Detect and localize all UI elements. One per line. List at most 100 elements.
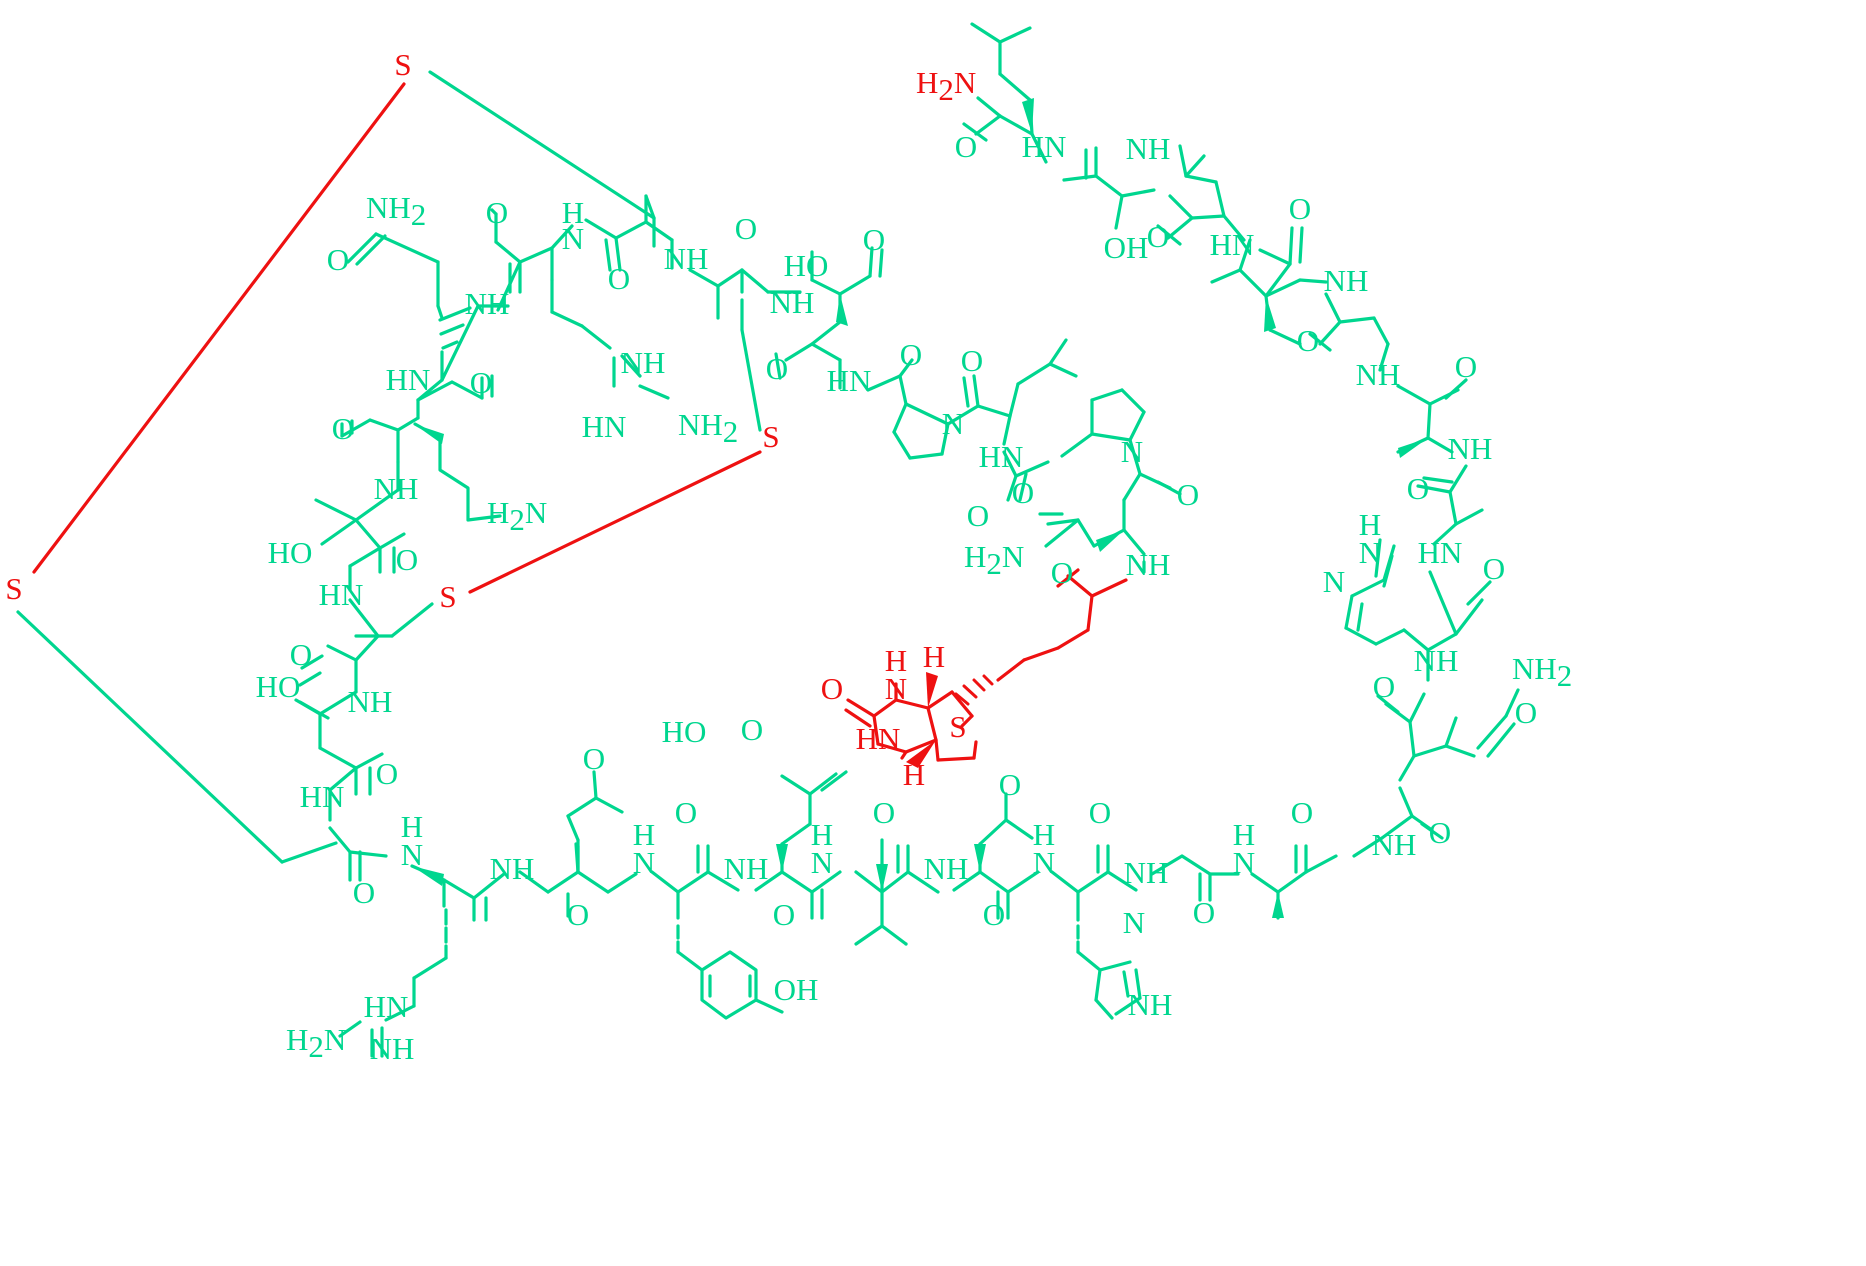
cys-hn: HN — [319, 577, 364, 612]
gly1-nh: NH — [1124, 855, 1169, 890]
his2-imidazole-n-left: N — [1323, 564, 1345, 599]
peptide-skeleton-green — [16, 22, 1520, 1058]
biotin-stereo-h-upper: H — [923, 639, 945, 674]
leu3-o: O — [983, 897, 1005, 932]
leu1-carbonyl-top-o: O — [583, 741, 605, 776]
tyr-carbonyl-o: O — [675, 795, 697, 830]
leu2-nh-h: H — [811, 817, 833, 852]
sulfur-label-biotin: S — [949, 709, 966, 744]
leu5-o: O — [1147, 219, 1169, 254]
asp-backbone-hn: HN — [827, 363, 872, 398]
gly3-nh: NH — [1356, 357, 1401, 392]
ser-backbone-o: O — [376, 756, 398, 791]
biotin-stereo-h-lower: H — [903, 757, 925, 792]
leu-mid-hn: HN — [979, 439, 1024, 474]
gly1-o: O — [1193, 895, 1215, 930]
glu-o: O — [773, 897, 795, 932]
asn-amide-nh2: NH2 — [1512, 651, 1572, 693]
lys-hn: HN — [386, 362, 431, 397]
ile-nh: NH — [1324, 263, 1369, 298]
thr2-hydroxyl: OH — [1104, 230, 1149, 265]
cys-carbonyl-o: O — [396, 542, 418, 577]
ser-carbonyl-o: O — [290, 637, 312, 672]
sulfur-label-top-left: S — [394, 47, 411, 82]
arg2-guanidino-nh2: NH2 — [678, 407, 738, 449]
pro1-carbonyl-o: O — [900, 337, 922, 372]
glu-nh: NH — [724, 851, 769, 886]
asn-nh: NH — [1414, 643, 1459, 678]
asn-carbonyl-o: O — [1373, 669, 1395, 704]
asp-nh: NH — [770, 285, 815, 320]
gly2-nh: NH — [1372, 827, 1417, 862]
gln-amide-nh2: NH2 — [366, 190, 426, 232]
biotin-moiety — [844, 568, 1128, 768]
tyr-nh-h: H — [633, 817, 655, 852]
cys4-nh-n: N — [562, 221, 584, 256]
arg2-guanidino-hn: HN — [582, 409, 627, 444]
leu-mid-o: O — [961, 343, 983, 378]
cys4-nh-h: H — [562, 195, 584, 230]
leu-cterm-o: O — [955, 129, 977, 164]
biotin-n-upper: N — [885, 671, 907, 706]
sulfur-label-mid-right: S — [762, 419, 779, 454]
his2-imidazole-n-top: N — [1359, 535, 1381, 570]
leu1-o: O — [567, 897, 589, 932]
tyr-hydroxyl: OH — [774, 972, 819, 1007]
cys3-carbonyl-o: O — [735, 211, 757, 246]
cys4-o: O — [608, 261, 630, 296]
biotin-carbonyl-oxygen: O — [821, 671, 843, 706]
gln2-amide-nh2: H2N — [964, 539, 1024, 581]
his1-nh-n: N — [1033, 845, 1055, 880]
leu5-nh: NH — [1126, 131, 1171, 166]
sulfur-label-far-left: S — [5, 571, 22, 606]
his2-imidazole-nh: H — [1359, 507, 1381, 542]
his1-nh-h: H — [1033, 817, 1055, 852]
sulfur-label-mid-left: S — [439, 579, 456, 614]
leu3-nh: NH — [924, 851, 969, 886]
arg-guanidino-nh2: H2N — [286, 1022, 346, 1064]
arg-guanidino-nh: NH — [370, 1031, 415, 1066]
ala2-nh: NH — [1448, 431, 1493, 466]
glu-acid-o: O — [741, 712, 763, 747]
thr-hydroxyl: HO — [268, 535, 313, 570]
asp-carbonyl-o: O — [766, 351, 788, 386]
ala1-nh-h: H — [1233, 817, 1255, 852]
biotin-nh-upper: H — [885, 643, 907, 678]
biotin-link-o: O — [1051, 555, 1073, 590]
arg1-carbonyl-o: O — [353, 875, 375, 910]
pro2-carbonyl-o: O — [1012, 475, 1034, 510]
his1-carbonyl-o: O — [1089, 795, 1111, 830]
arg2-carbonyl-o: O — [486, 195, 508, 230]
thr-carbonyl-o: O — [332, 411, 354, 446]
thr-nh: NH — [374, 471, 419, 506]
ser-hydroxyl: HO — [256, 669, 301, 704]
his1-imidazole-nh: NH — [1128, 987, 1173, 1022]
atom-labels: S S S S S H2N O H N HN H H NH2 O NH O HN… — [5, 47, 1572, 1066]
arg-nh-upper: H — [401, 809, 423, 844]
arg-n-upper: N — [401, 837, 423, 872]
lys-amine: H2N — [487, 495, 547, 537]
asp-acid-o: O — [863, 222, 885, 257]
leu2-o: O — [873, 795, 895, 830]
asp-acid-ho: HO — [784, 248, 829, 283]
leu4-o: O — [1289, 191, 1311, 226]
gln2-nh: NH — [1126, 547, 1171, 582]
pro2-o-right: O — [1177, 477, 1199, 512]
ala3-carbonyl-o: O — [1455, 349, 1477, 384]
cys3-nh: NH — [664, 241, 709, 276]
arg1-hn: HN — [300, 779, 345, 814]
disulfide-bridge-bonds — [32, 82, 762, 594]
ala2-o: O — [1407, 471, 1429, 506]
his1-imidazole-n: N — [1123, 905, 1145, 940]
gln-backbone-o: O — [470, 365, 492, 400]
gly3-o: O — [1297, 323, 1319, 358]
leu3-top-o: O — [999, 767, 1021, 802]
biotin-hn-lower: HN — [856, 721, 901, 756]
his2-carbonyl-o: O — [1483, 551, 1505, 586]
arg-side-hn: HN — [364, 989, 409, 1024]
gln-amide-oxygen: O — [327, 242, 349, 277]
leu4-nh: HN — [1210, 227, 1255, 262]
arg2-side-nh: NH — [621, 345, 666, 380]
